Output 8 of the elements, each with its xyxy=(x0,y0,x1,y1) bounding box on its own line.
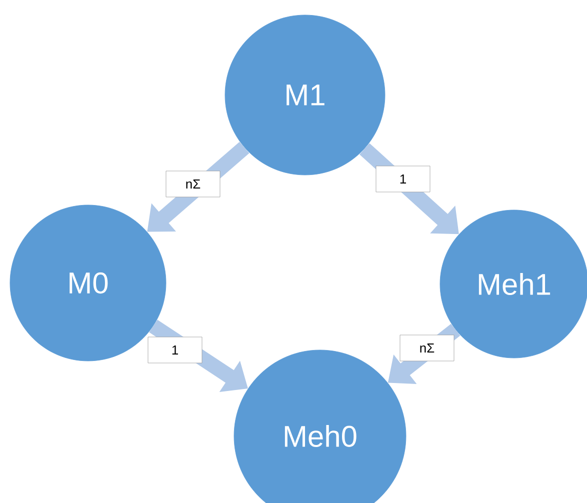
circle-node: Meh1 xyxy=(440,210,587,358)
edge-label: nΣ xyxy=(400,334,454,362)
edge-label: 1 xyxy=(148,336,202,364)
circle-node: M1 xyxy=(224,14,386,176)
circle-node: M0 xyxy=(10,204,166,362)
circle-node: Meh0 xyxy=(234,350,406,503)
edge-label: nΣ xyxy=(166,170,220,198)
edge-label: 1 xyxy=(376,166,430,192)
